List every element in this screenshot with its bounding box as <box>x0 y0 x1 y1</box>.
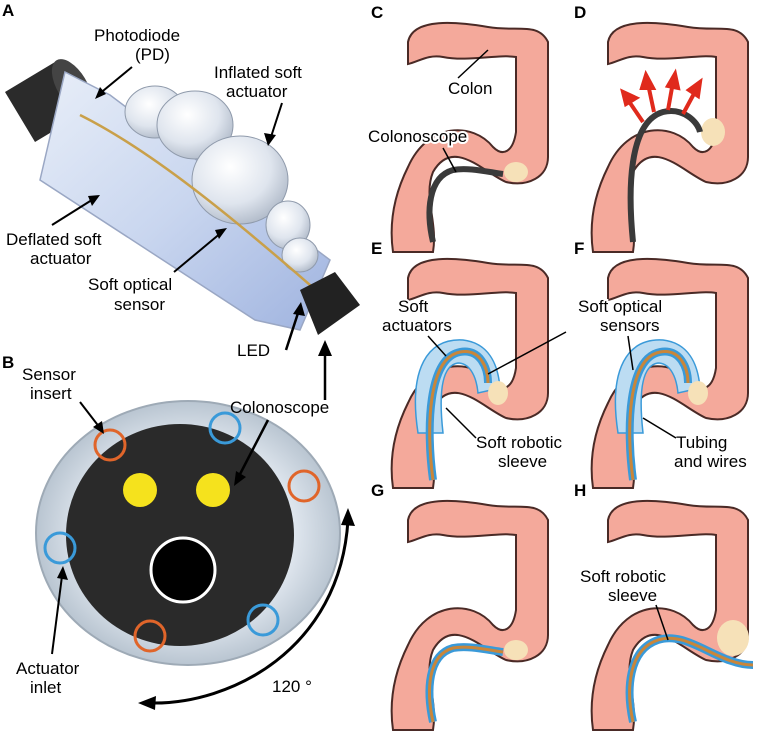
sleeve-shape <box>628 636 754 723</box>
label-deflated-1: Deflated soft <box>6 230 102 249</box>
sensor-ring-1 <box>93 428 127 462</box>
force-arrows <box>620 68 703 124</box>
label-pd: (PD) <box>135 45 170 64</box>
actuator-ring-3 <box>246 603 280 637</box>
shared-pointer-line <box>487 331 567 375</box>
label-angle: 120 ° <box>272 677 312 696</box>
label-inlet: inlet <box>30 678 61 697</box>
colon-shape <box>590 21 749 254</box>
label-sleeve-h1: Soft robotic <box>580 567 666 586</box>
panel-label-e: E <box>371 239 382 258</box>
sleeve-body-image <box>39 70 331 331</box>
label-soft: Soft <box>398 297 429 316</box>
label-led: LED <box>237 341 270 360</box>
panel-g: G <box>371 481 549 731</box>
label-inflated-2: actuator <box>226 82 288 101</box>
panel-e: E Soft actuators Soft robotic sleeve <box>371 239 567 489</box>
label-actuator: Actuator <box>16 659 80 678</box>
optical-fiber-line <box>79 113 319 293</box>
label-colon: Colon <box>448 79 492 98</box>
label-photodiode: Photodiode <box>94 26 180 45</box>
colonoscope-shape <box>627 108 703 243</box>
actuator-ring-2 <box>43 531 77 565</box>
label-sleeve-e1: Soft robotic <box>476 433 562 452</box>
label-optical-1: Soft optical <box>88 275 172 294</box>
label-wires: and wires <box>674 452 747 471</box>
label-tubing: Tubing <box>676 433 727 452</box>
led-yellow-1 <box>123 473 157 507</box>
label-soft-optical: Soft optical <box>578 297 662 316</box>
sensor-ring-3 <box>133 619 167 653</box>
label-colonoscope-c: Colonoscope <box>368 127 467 146</box>
led-yellow-2 <box>196 473 230 507</box>
panel-label-g: G <box>371 481 384 500</box>
colon-shape <box>390 499 549 731</box>
led-end-image <box>300 272 360 335</box>
colonoscope-shape <box>426 166 504 243</box>
colon-shape <box>590 499 749 731</box>
label-colonoscope: Colonoscope <box>230 398 329 417</box>
panel-label-d: D <box>574 3 586 22</box>
label-inflated-1: Inflated soft <box>214 63 302 82</box>
label-deflated-2: actuator <box>30 249 92 268</box>
polyp <box>504 162 528 182</box>
label-sensor: Sensor <box>22 365 76 384</box>
panel-label-h: H <box>574 481 586 500</box>
sleeve-shape <box>628 350 690 481</box>
panel-c: C Colon Colonoscope <box>366 3 549 254</box>
panel-a: A Photodiode (PD) Inflated soft actuator… <box>2 1 360 360</box>
panel-d: D <box>574 3 749 254</box>
panel-label-c: C <box>371 3 383 22</box>
working-channel <box>149 536 217 604</box>
sleeve-shape <box>428 350 490 481</box>
sensor-ring-2 <box>287 469 321 503</box>
sleeve-shape <box>428 645 504 723</box>
panel-f: F Soft optical sensors Tubing and wires <box>574 239 749 489</box>
panel-b: B Sensor insert Colonoscope Actuator inl… <box>2 340 355 710</box>
panel-h: H Soft robotic sleeve <box>574 481 754 731</box>
label-insert: insert <box>30 384 72 403</box>
label-sleeve-e2: sleeve <box>498 452 547 471</box>
label-actuators: actuators <box>382 316 452 335</box>
panel-label-b: B <box>2 353 14 372</box>
polyp <box>701 118 725 146</box>
label-sleeve-h2: sleeve <box>608 586 657 605</box>
inflated-actuator-bubbles <box>124 85 319 273</box>
panel-label-a: A <box>2 1 14 20</box>
label-sensors: sensors <box>600 316 660 335</box>
angle-arc-arrow <box>149 519 350 705</box>
polyp-large <box>717 620 749 656</box>
panel-label-f: F <box>574 239 584 258</box>
label-optical-2: sensor <box>114 295 165 314</box>
actuator-ring-1 <box>208 411 242 445</box>
